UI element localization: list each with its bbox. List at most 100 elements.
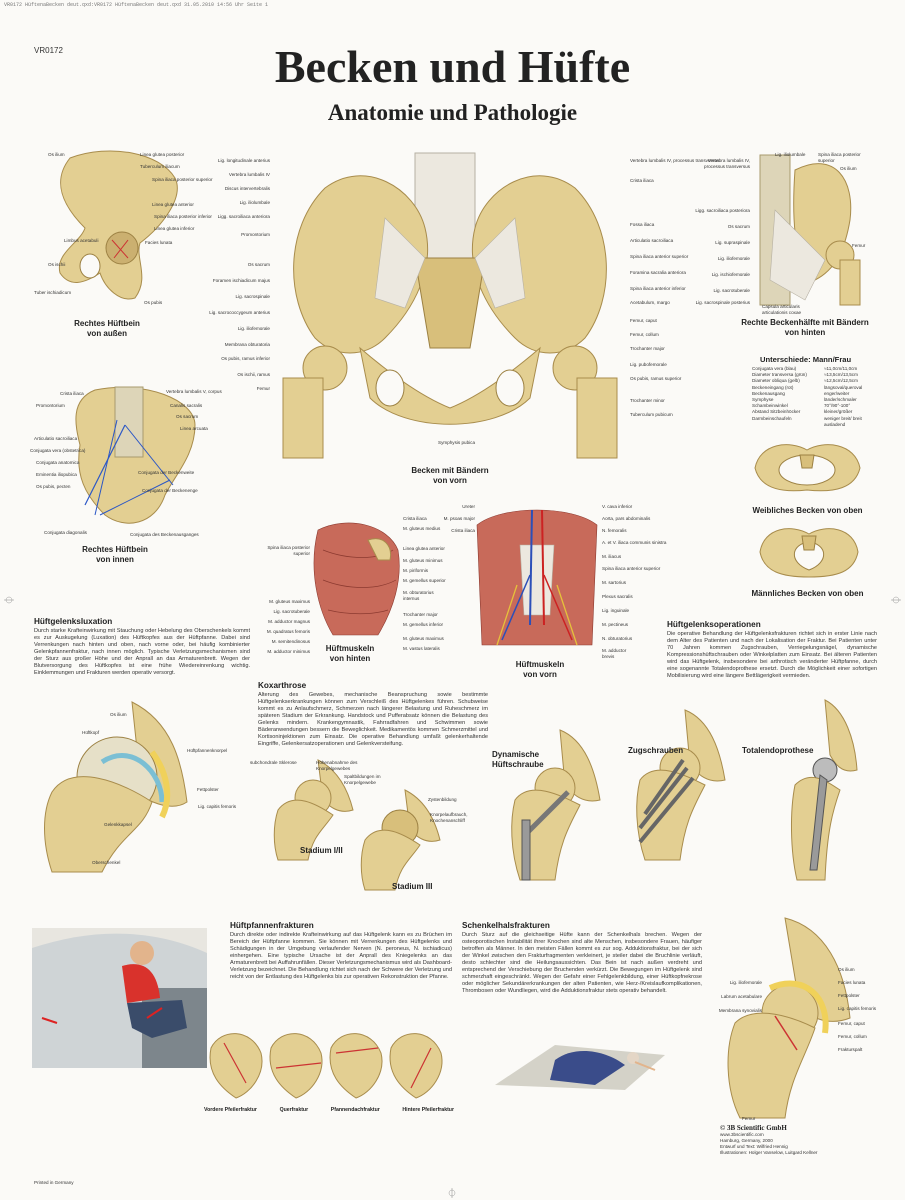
label: Femur — [852, 243, 866, 248]
hip-bone-outer-illustration — [58, 150, 178, 300]
diff-row-label: Conjugata vera (blau) — [752, 366, 797, 371]
diff-row: Diameter obliqua (gelb) ≈12,5cm/12,5cm — [752, 378, 887, 384]
label: Eminentia iliopubica — [36, 472, 77, 477]
label: Spina iliaca posterior inferior — [154, 214, 212, 219]
label: Promontorium — [36, 403, 65, 408]
diff-row-value: ≈11,0cm/11,0cm — [824, 366, 858, 371]
diff-heading: Unterschiede: Mann/Frau — [760, 355, 852, 364]
label: Tuber ischiadicum — [34, 290, 72, 295]
label: Tuberculum iliacum — [140, 164, 180, 169]
muscles-front-labels-right: V. cava inferior Aorta, pars abdominalis… — [602, 504, 667, 659]
label: Os pubis — [144, 300, 163, 305]
label: Spina iliaca posterior superior — [152, 177, 213, 182]
dynamic-hip-screw-illustration — [511, 729, 601, 881]
diff-row: Schambeinwinkel 70°/90°-100° — [752, 403, 887, 409]
diff-row: Diameter transversa (grün) ≈13,5cm/13,5cm — [752, 372, 887, 378]
operation-label: Totalendoprothese — [742, 746, 814, 755]
pelvis-back-illustration — [759, 154, 861, 306]
section-heading: Hüftgelenksluxation — [34, 617, 113, 626]
femoral-neck-fracture-illustration — [727, 917, 851, 1119]
muscles-back-labels-right: Crista iliaca M. gluteus medius Linea gl… — [403, 516, 446, 651]
diff-row-value: ≈13,5cm/13,5cm — [824, 372, 858, 378]
label: Symphysis pubica — [438, 440, 476, 445]
section-text: Die operative Behandlung der Hüftgelenks… — [667, 631, 877, 679]
fracture-type-label: Hintere Pfeilerfraktur — [402, 1107, 454, 1113]
diff-row: Conjugata vera (blau) ≈11,0cm/11,0cm — [752, 366, 887, 372]
section-text: Durch starke Krafteinwirkung mit Stauchu… — [34, 628, 250, 676]
printed-in: Printed in Germany — [34, 1180, 74, 1185]
label: Gelenkkapsel — [104, 822, 132, 827]
operation-label: Dynamische Hüftschraube — [492, 750, 544, 769]
acetabular-fracture-types-illustration — [209, 1033, 443, 1099]
label: Conjugata der Beckenweite — [138, 470, 195, 475]
operation-label: Zugschrauben — [628, 746, 684, 755]
label: Linea glutea anterior — [152, 202, 194, 207]
diff-row-label: Diameter obliqua (gelb) — [752, 378, 800, 384]
back-labels-left: Vertebra lumbalis IV, processus transver… — [695, 158, 750, 305]
section-heading: Koxarthrose — [258, 681, 307, 690]
label: Linea glutea posterior — [140, 152, 185, 157]
poster-title: Becken und Hüfte — [274, 41, 631, 92]
label: subchondrale Sklerose — [250, 760, 297, 765]
coxarthrose-stage1-illustration — [273, 759, 354, 861]
front-labels-right: Vertebra lumbalis IV, processus transver… — [630, 158, 720, 417]
label: Os pubis, pecten — [36, 484, 71, 489]
diff-row-value: enger/weiter — [824, 390, 850, 396]
label: Linea arcuata — [180, 426, 208, 431]
coxarthrose-stage3-illustration — [360, 789, 441, 891]
total-hip-prosthesis-illustration — [791, 699, 858, 881]
diff-row-label: Symphyse — [752, 397, 774, 403]
fracture-type-label: Querfraktur — [279, 1107, 309, 1113]
label: Os ilium — [840, 166, 857, 171]
fracture-type-label: Vordere Pfeilerfraktur — [204, 1107, 257, 1113]
label: Os ilium — [48, 152, 65, 157]
hip-luxation-illustration — [44, 701, 188, 873]
diff-row-value: 70°/90°-100° — [824, 403, 851, 409]
pelvis-front-illustration — [282, 152, 618, 459]
poster-subtitle: Anatomie und Pathologie — [327, 100, 578, 125]
product-code: VR0172 — [34, 46, 63, 55]
stage-label: Stadium I/II — [300, 846, 343, 855]
lag-screws-illustration — [636, 709, 726, 861]
label: Conjugata vera (obstetrica) — [30, 448, 86, 453]
diff-row-value: ≈12,5cm/12,5cm — [824, 378, 858, 384]
front-labels-left: Lig. longitudinale anterius Vertebra lum… — [209, 158, 270, 391]
hip-bone-inner-illustration — [75, 386, 196, 524]
diff-row-label: Schambeinwinkel — [752, 403, 788, 409]
section-heading: Hüftgelenksoperationen — [667, 620, 761, 629]
label: Knorpelaufbrauch, Knochenanschliff — [430, 812, 468, 823]
fracture-type-label: Pfannendachfraktur — [330, 1107, 380, 1113]
label: Vertebra lumbalis V, corpus — [166, 389, 222, 394]
print-slug: VR0172 HüftenaBecken deut.qxd:VR0172 Hüf… — [4, 2, 269, 8]
label: Hüftpfannenknorpel — [187, 748, 228, 753]
muscles-front-labels-left: Ureter M. psoas major Crista iliaca — [443, 504, 475, 533]
brand: © 3B Scientific GmbH — [720, 1124, 787, 1132]
diff-row-label: Diameter transversa (grün) — [752, 372, 807, 378]
label: Höhenabnahme des Knorpelgewebes — [316, 760, 358, 771]
label: Lig. capitis femoris — [198, 804, 237, 809]
diff-row: Beckeneingang (rot)längsoval/queroval — [752, 385, 887, 391]
hip-muscles-back-illustration — [313, 522, 400, 636]
label: Conjugata der Beckenenge — [142, 488, 198, 493]
figure-caption: Männliches Becken von oben — [751, 589, 864, 598]
label: Conjugata des Beckenausganges — [130, 532, 199, 537]
label: Conjugata diagonalis — [44, 530, 87, 535]
label: Articulatio sacroiliaca — [34, 436, 78, 441]
hip-muscles-front-illustration — [476, 509, 598, 646]
label: Crista iliaca — [60, 391, 84, 396]
section-text: Durch Sturz auf die gleichseitige Hüfte … — [462, 932, 702, 994]
female-pelvis-illustration — [754, 444, 861, 492]
label: Spina iliaca posterior superior — [818, 152, 861, 163]
dashboard-injury-illustration — [32, 928, 207, 1068]
